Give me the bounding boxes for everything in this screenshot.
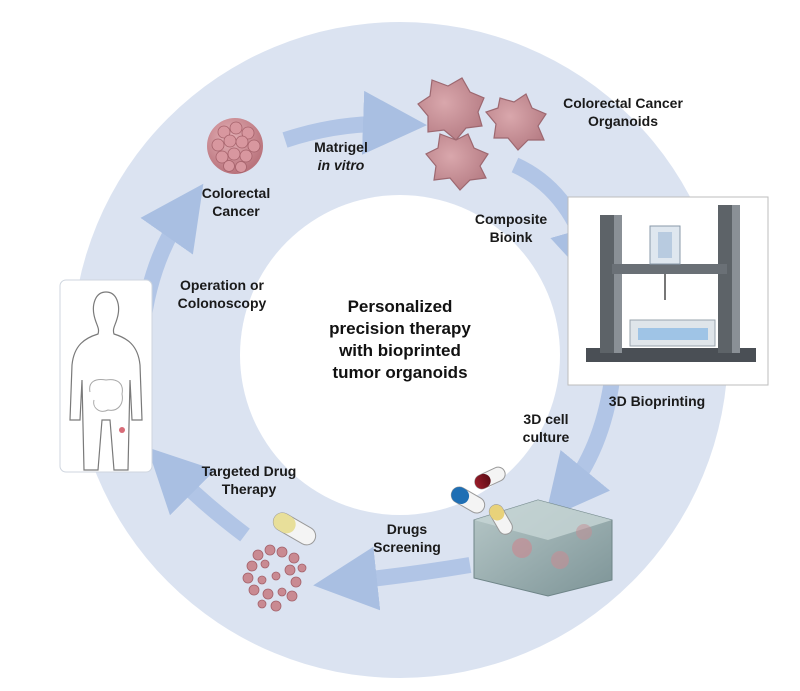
- arrow-screening-to-patient: [147, 447, 250, 542]
- tumor-sphere: [207, 118, 263, 174]
- drug-capsule: [272, 512, 317, 546]
- tumor-marker: [119, 427, 125, 433]
- organoids: [417, 77, 547, 191]
- patient-silhouette: [59, 279, 153, 473]
- capsule-red: [474, 466, 506, 490]
- label-operation: Operation or Colonoscopy: [177, 277, 267, 311]
- center-title: Personalized precision therapy with biop…: [290, 296, 510, 384]
- label-matrigel: Matrigel in vitro: [314, 139, 368, 173]
- capsule-yellow-gel: [488, 504, 513, 535]
- capsule-blue: [450, 486, 486, 514]
- label-organoids: Colorectal Cancer Organoids: [563, 95, 683, 129]
- organoid-3: [425, 133, 489, 191]
- arrow-printer-to-culture: [544, 378, 620, 520]
- label-colorectal-cancer: Colorectal Cancer: [201, 185, 271, 219]
- bioprinter-image: [567, 196, 769, 386]
- center-title-line-1: Personalized: [347, 297, 453, 316]
- organoid-2: [484, 93, 547, 151]
- label-3d-bioprinting: 3D Bioprinting: [608, 393, 706, 409]
- label-composite-bioink: Composite Bioink: [474, 211, 548, 245]
- center-title-line-3: with bioprinted: [339, 341, 461, 360]
- organoid-1: [417, 77, 485, 141]
- label-3d-cell-culture: 3D cell culture: [522, 411, 570, 445]
- arrow-culture-to-screening: [313, 546, 472, 611]
- label-drugs-screening: Drugs Screening: [373, 521, 441, 555]
- label-targeted-drug-therapy: Targeted Drug Therapy: [201, 463, 297, 497]
- center-title-line-2: precision therapy: [329, 319, 471, 338]
- center-title-line-4: tumor organoids: [332, 363, 468, 382]
- gel-block: [450, 466, 613, 597]
- arrow-cancer-to-organoids: [282, 90, 427, 155]
- fragmented-tumor: [242, 544, 307, 612]
